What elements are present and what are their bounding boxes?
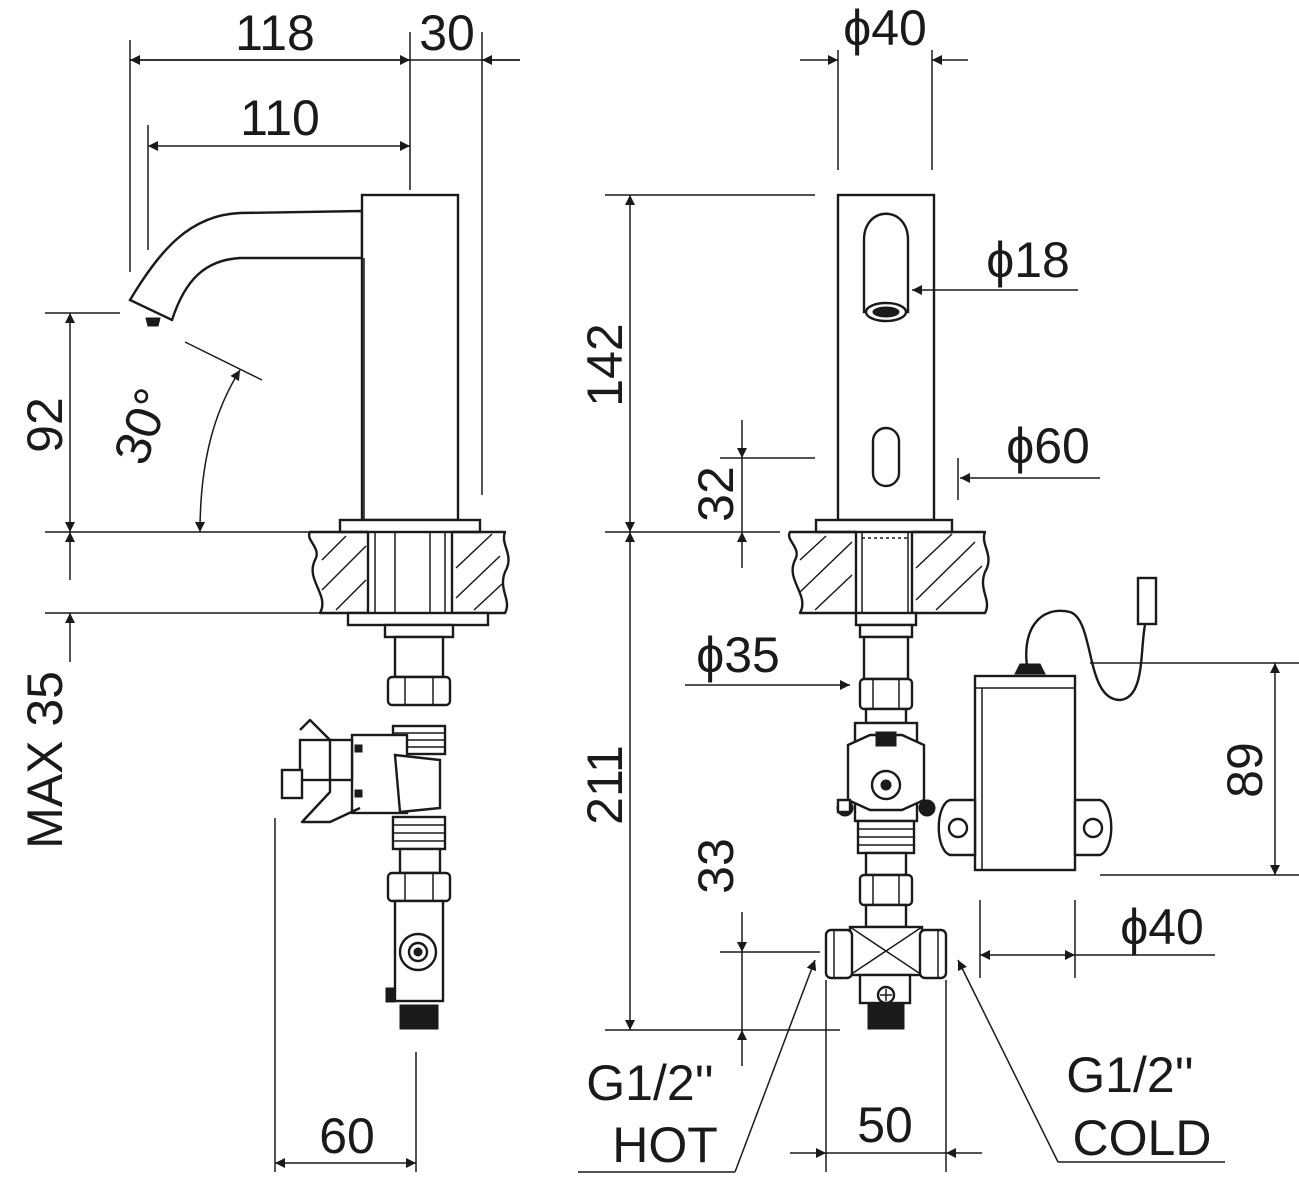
side-view: 118 30 110 92 30° MAX 35 60 bbox=[17, 5, 520, 1172]
dim-body-depth: 30 bbox=[419, 5, 475, 61]
cold-inlet bbox=[918, 928, 948, 980]
countertop-section bbox=[307, 530, 510, 615]
dim-sensor-height: 32 bbox=[688, 466, 744, 522]
dim-spout-reach-total: 118 bbox=[235, 5, 315, 61]
dim-outlet-height: 92 bbox=[17, 397, 73, 453]
side-under-deck-assembly bbox=[280, 611, 490, 1030]
hot-thread-label: G1/2'' bbox=[586, 1055, 714, 1111]
dim-valve-offset: 60 bbox=[319, 1108, 375, 1164]
side-dimensions bbox=[45, 32, 520, 1172]
dim-inlet-spacing: 50 bbox=[857, 1097, 913, 1153]
dim-control-box-height: 89 bbox=[1217, 742, 1273, 798]
base-flange bbox=[338, 518, 482, 534]
dim-body-height: 142 bbox=[577, 323, 633, 406]
cold-thread-label: G1/2'' bbox=[1066, 1047, 1194, 1103]
hot-label: HOT bbox=[612, 1117, 718, 1173]
spout bbox=[128, 209, 364, 322]
front-under-deck-assembly bbox=[824, 611, 948, 1030]
dim-body-diameter: ϕ40 bbox=[843, 0, 927, 56]
dim-under-deck-length: 211 bbox=[577, 745, 633, 825]
dim-spout-angle: 30° bbox=[103, 381, 181, 471]
front-dimensions bbox=[578, 50, 1299, 1173]
dim-max-deck-thickness: MAX 35 bbox=[17, 671, 73, 849]
outlet-slot bbox=[862, 212, 910, 314]
front-countertop-section bbox=[787, 530, 990, 615]
dim-control-box-diameter: ϕ40 bbox=[1120, 899, 1204, 955]
front-view: ϕ40 142 ϕ18 32 ϕ60 ϕ35 211 33 89 ϕ40 50 … bbox=[577, 0, 1299, 1173]
dim-shank-diameter: ϕ35 bbox=[696, 627, 780, 683]
hot-inlet bbox=[824, 928, 854, 980]
control-box bbox=[937, 576, 1158, 872]
faucet-body bbox=[360, 193, 460, 522]
spout-aerator bbox=[145, 317, 161, 327]
dim-outlet-diameter: ϕ18 bbox=[986, 232, 1070, 288]
dim-inlet-height: 33 bbox=[688, 838, 744, 894]
sensor-cable bbox=[1025, 609, 1147, 702]
dim-spout-reach: 110 bbox=[240, 90, 320, 146]
sensor-window bbox=[871, 426, 901, 488]
cold-label: COLD bbox=[1073, 1110, 1212, 1166]
dim-flange-diameter: ϕ60 bbox=[1006, 418, 1090, 474]
